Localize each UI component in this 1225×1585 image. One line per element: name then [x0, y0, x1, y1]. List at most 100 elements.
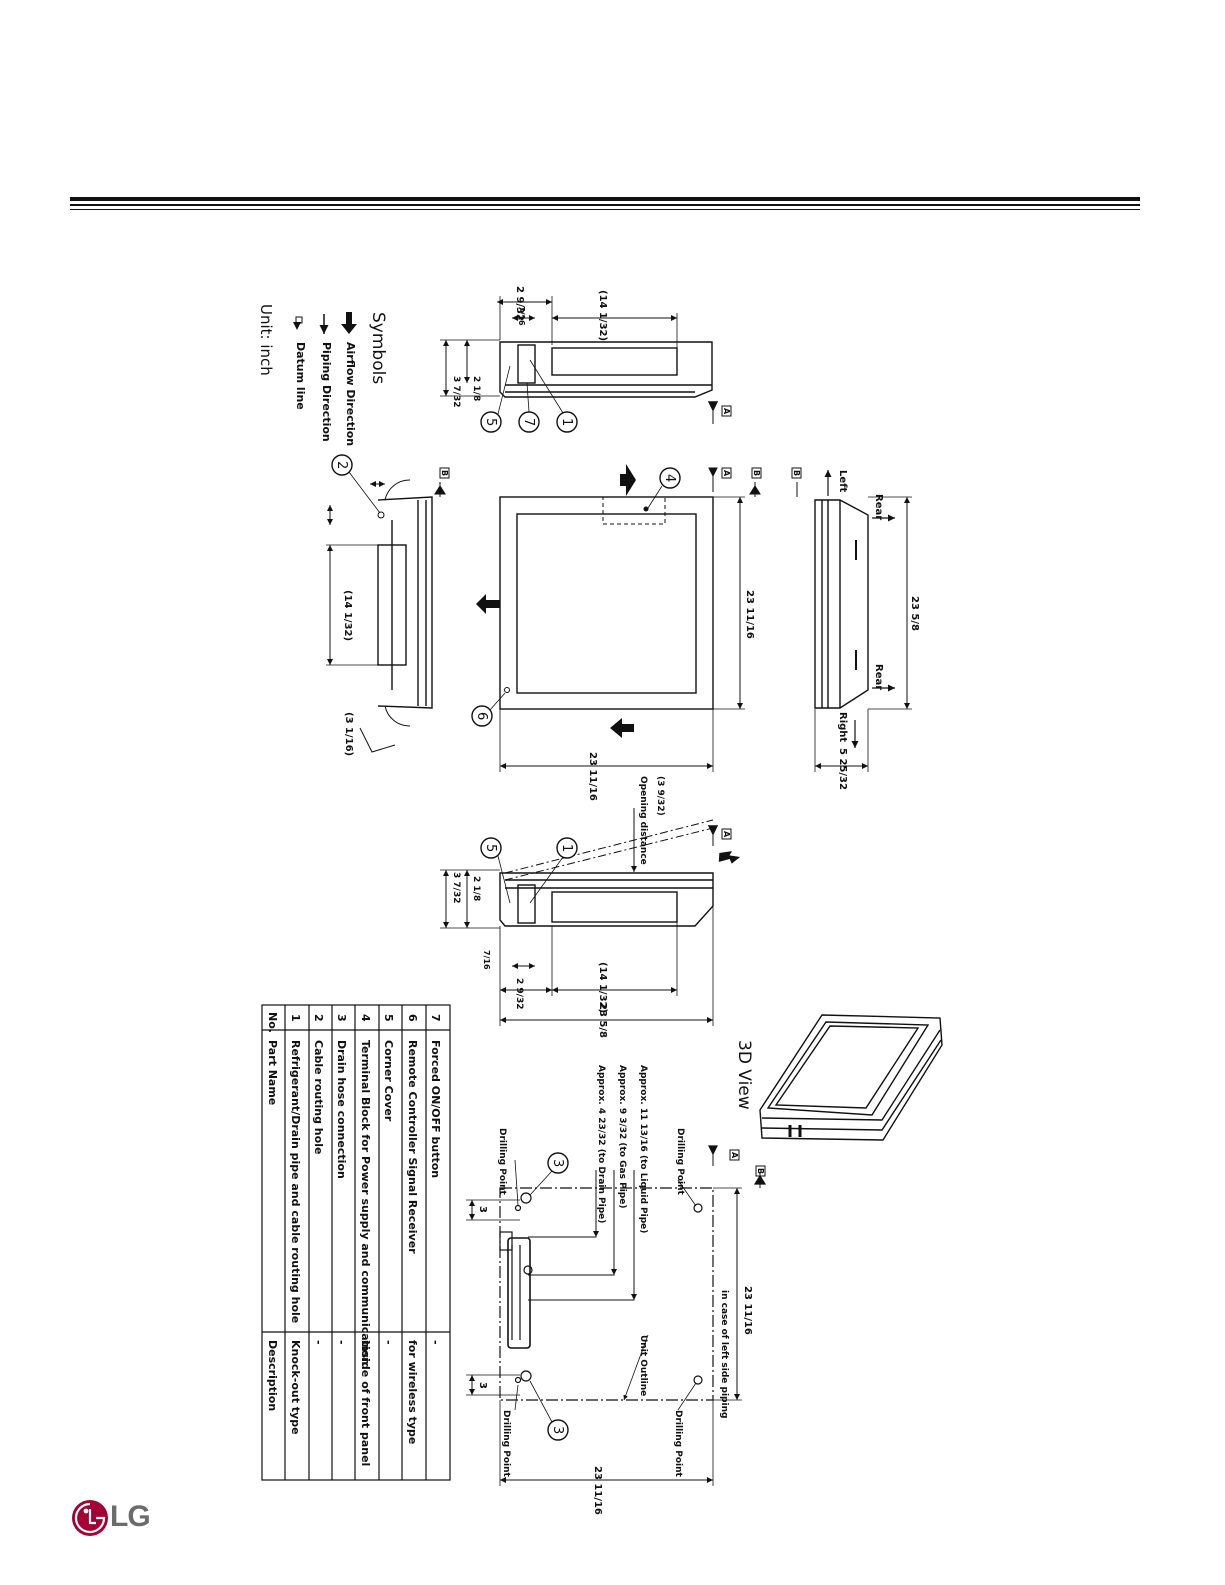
callout-6: 6: [474, 712, 489, 720]
drilling-point-bottom-left: Drilling Point: [501, 1410, 511, 1478]
dim-3-plate-bottom: 3: [477, 1382, 488, 1389]
table-row-1-desc: Knock-out type: [289, 1340, 302, 1435]
dim-3-7-32-lower: 3 7/32: [451, 872, 461, 903]
drilling-point-top-left: Drilling Point: [497, 1128, 507, 1196]
table-row-4-name: Terminal Block for Power supply and comm…: [359, 1040, 372, 1365]
side-view-right: [814, 470, 912, 772]
drilling-point-bottom-right: Drilling Point: [673, 1410, 683, 1478]
table-row-1-no: 1: [289, 1014, 302, 1022]
table-row-6-name: Remote Controller Signal Receiver: [406, 1040, 419, 1254]
label-rear-bottom: Rear: [873, 664, 884, 690]
lg-logo-icon: [72, 1500, 108, 1536]
header-rule-thin: [70, 204, 1140, 206]
opening-distance-label: Opening distance: [638, 776, 648, 865]
dim-3-1-16: (3 1/16): [343, 712, 354, 756]
symbol-piping-label: Piping Direction: [320, 342, 333, 442]
table-row-3-no: 3: [335, 1014, 348, 1022]
datum-b-right: B: [792, 470, 801, 476]
dim-23-5-8-lower: 23 5/8: [597, 1003, 608, 1038]
label-left: Left: [837, 470, 848, 493]
table-row-2-name: Cable routing hole: [312, 1040, 325, 1154]
table-header-part-name: Part Name: [266, 1040, 279, 1105]
lg-logo-text: LG: [110, 1500, 151, 1533]
label-right: Right: [837, 712, 848, 742]
table-row-3-desc: -: [335, 1340, 348, 1345]
symbol-datum-label: Datum line: [294, 342, 307, 410]
dim-23-11-16-plate-v: 23 11/16: [742, 1286, 753, 1335]
dim-5-25-32: 5 25/32: [837, 748, 848, 790]
dim-2-9-32-lower: 2 9/32: [514, 978, 524, 1009]
dim-23-5-8-right: 23 5/8: [909, 596, 920, 631]
table-row-7-desc: -: [429, 1340, 442, 1345]
table-row-3-name: Drain hose connection: [335, 1040, 348, 1179]
unit-label: Unit: inch: [257, 304, 275, 376]
callout-5-lower: 5: [483, 844, 498, 852]
dim-7-16-lower: 7/16: [482, 950, 491, 970]
symbols-title: Symbols: [368, 312, 388, 384]
datum-b-plate: B: [756, 1168, 765, 1174]
view-3d: [759, 1014, 943, 1141]
datum-a-top: A: [722, 408, 731, 415]
parts-table: [261, 1004, 451, 1481]
callouts-plate: 3 3: [529, 1152, 569, 1441]
callouts-lower: 5 1: [480, 837, 578, 904]
table-row-6-desc: for wireless type: [406, 1340, 419, 1444]
left-side-piping-label: in case of left side piping: [719, 1290, 729, 1418]
callout-3-top: 3: [550, 1159, 565, 1167]
table-row-7-name: Forced ON/OFF button: [429, 1040, 442, 1178]
table-row-1-name: Refrigerant/Drain pipe and cable routing…: [289, 1040, 302, 1323]
liquid-pipe-label: Approx. 11 13/16 (to Liquid Pipe): [638, 1065, 648, 1233]
side-view-lower: [440, 808, 741, 1026]
callout-2-group: 2: [331, 454, 381, 514]
callouts-top: 5 7 1: [480, 359, 578, 433]
dim-14-1-32-left: (14 1/32): [342, 590, 353, 641]
dim-14-1-32-top: (14 1/32): [597, 290, 608, 341]
install-plate-labels: Drilling Point Drilling Point Drilling P…: [477, 1065, 765, 1515]
unit-outline-label: Unit Outline: [638, 1335, 648, 1396]
drain-pipe-label: Approx. 4 23/32 (to Drain Pipe): [596, 1065, 606, 1223]
header-rule-thick: [70, 197, 1140, 201]
front-view-labels: 23 11/16 23 11/16: [587, 590, 755, 801]
table-row-4-desc: inside of front panel: [359, 1340, 372, 1466]
callout-7-top: 7: [521, 418, 536, 426]
datum-a-front: A: [722, 470, 731, 477]
dim-23-11-16-front-h: 23 11/16: [587, 752, 598, 801]
side-view-left-labels: (14 1/32) (3 1/16): [342, 590, 354, 756]
datum-symbol-icon: [293, 322, 301, 330]
side-view-left: [326, 479, 433, 753]
airflow-arrow-icon: [341, 312, 357, 334]
datum-a-plate: A: [730, 1152, 739, 1159]
table-row-7-no: 7: [429, 1014, 442, 1022]
datum-b-front: B: [752, 470, 761, 476]
callout-5-top: 5: [483, 418, 498, 426]
table-row-5-name: Corner Cover: [382, 1040, 395, 1122]
dim-2-1-8-top: 2 1/8: [471, 376, 481, 401]
callout-1-lower: 1: [559, 844, 574, 852]
callout-2: 2: [334, 461, 349, 469]
datum-marker-labels: A B B B: [440, 470, 801, 477]
dim-2-1-8-lower: 2 1/8: [471, 876, 481, 901]
callout-4: 4: [662, 474, 677, 482]
dim-23-11-16-front-v: 23 11/16: [744, 590, 755, 639]
callout-3-bottom: 3: [550, 1426, 565, 1434]
table-row-2-desc: -: [312, 1340, 325, 1345]
dim-14-1-32-lower: (14 1/32): [597, 962, 608, 1013]
gas-pipe-label: Approx. 9 3/32 (to Gas Pipe): [617, 1065, 627, 1208]
table-row-5-no: 5: [382, 1014, 395, 1022]
table-row-4-no: 4: [359, 1014, 372, 1022]
dim-3-plate-top: 3: [477, 1206, 488, 1213]
install-plate-view: [466, 1145, 767, 1486]
dim-2-9-32-top: 2 9/32: [514, 286, 525, 321]
datum-a-lower: A: [722, 831, 731, 838]
label-rear-top: Rear: [873, 494, 884, 520]
dim-23-11-16-plate-h: 23 11/16: [592, 1466, 603, 1515]
table-row-6-no: 6: [406, 1014, 419, 1022]
dim-3-7-32-top: 3 7/32: [451, 376, 461, 407]
parts-table-text: No. Part Name Description 1 Refrigerant/…: [266, 1012, 442, 1466]
side-view-top: [440, 296, 732, 424]
front-view: [476, 464, 745, 772]
table-row-2-no: 2: [312, 1014, 325, 1022]
table-header-description: Description: [266, 1340, 279, 1411]
symbols-legend: Symbols Airflow Direction Piping Directi…: [257, 304, 388, 446]
